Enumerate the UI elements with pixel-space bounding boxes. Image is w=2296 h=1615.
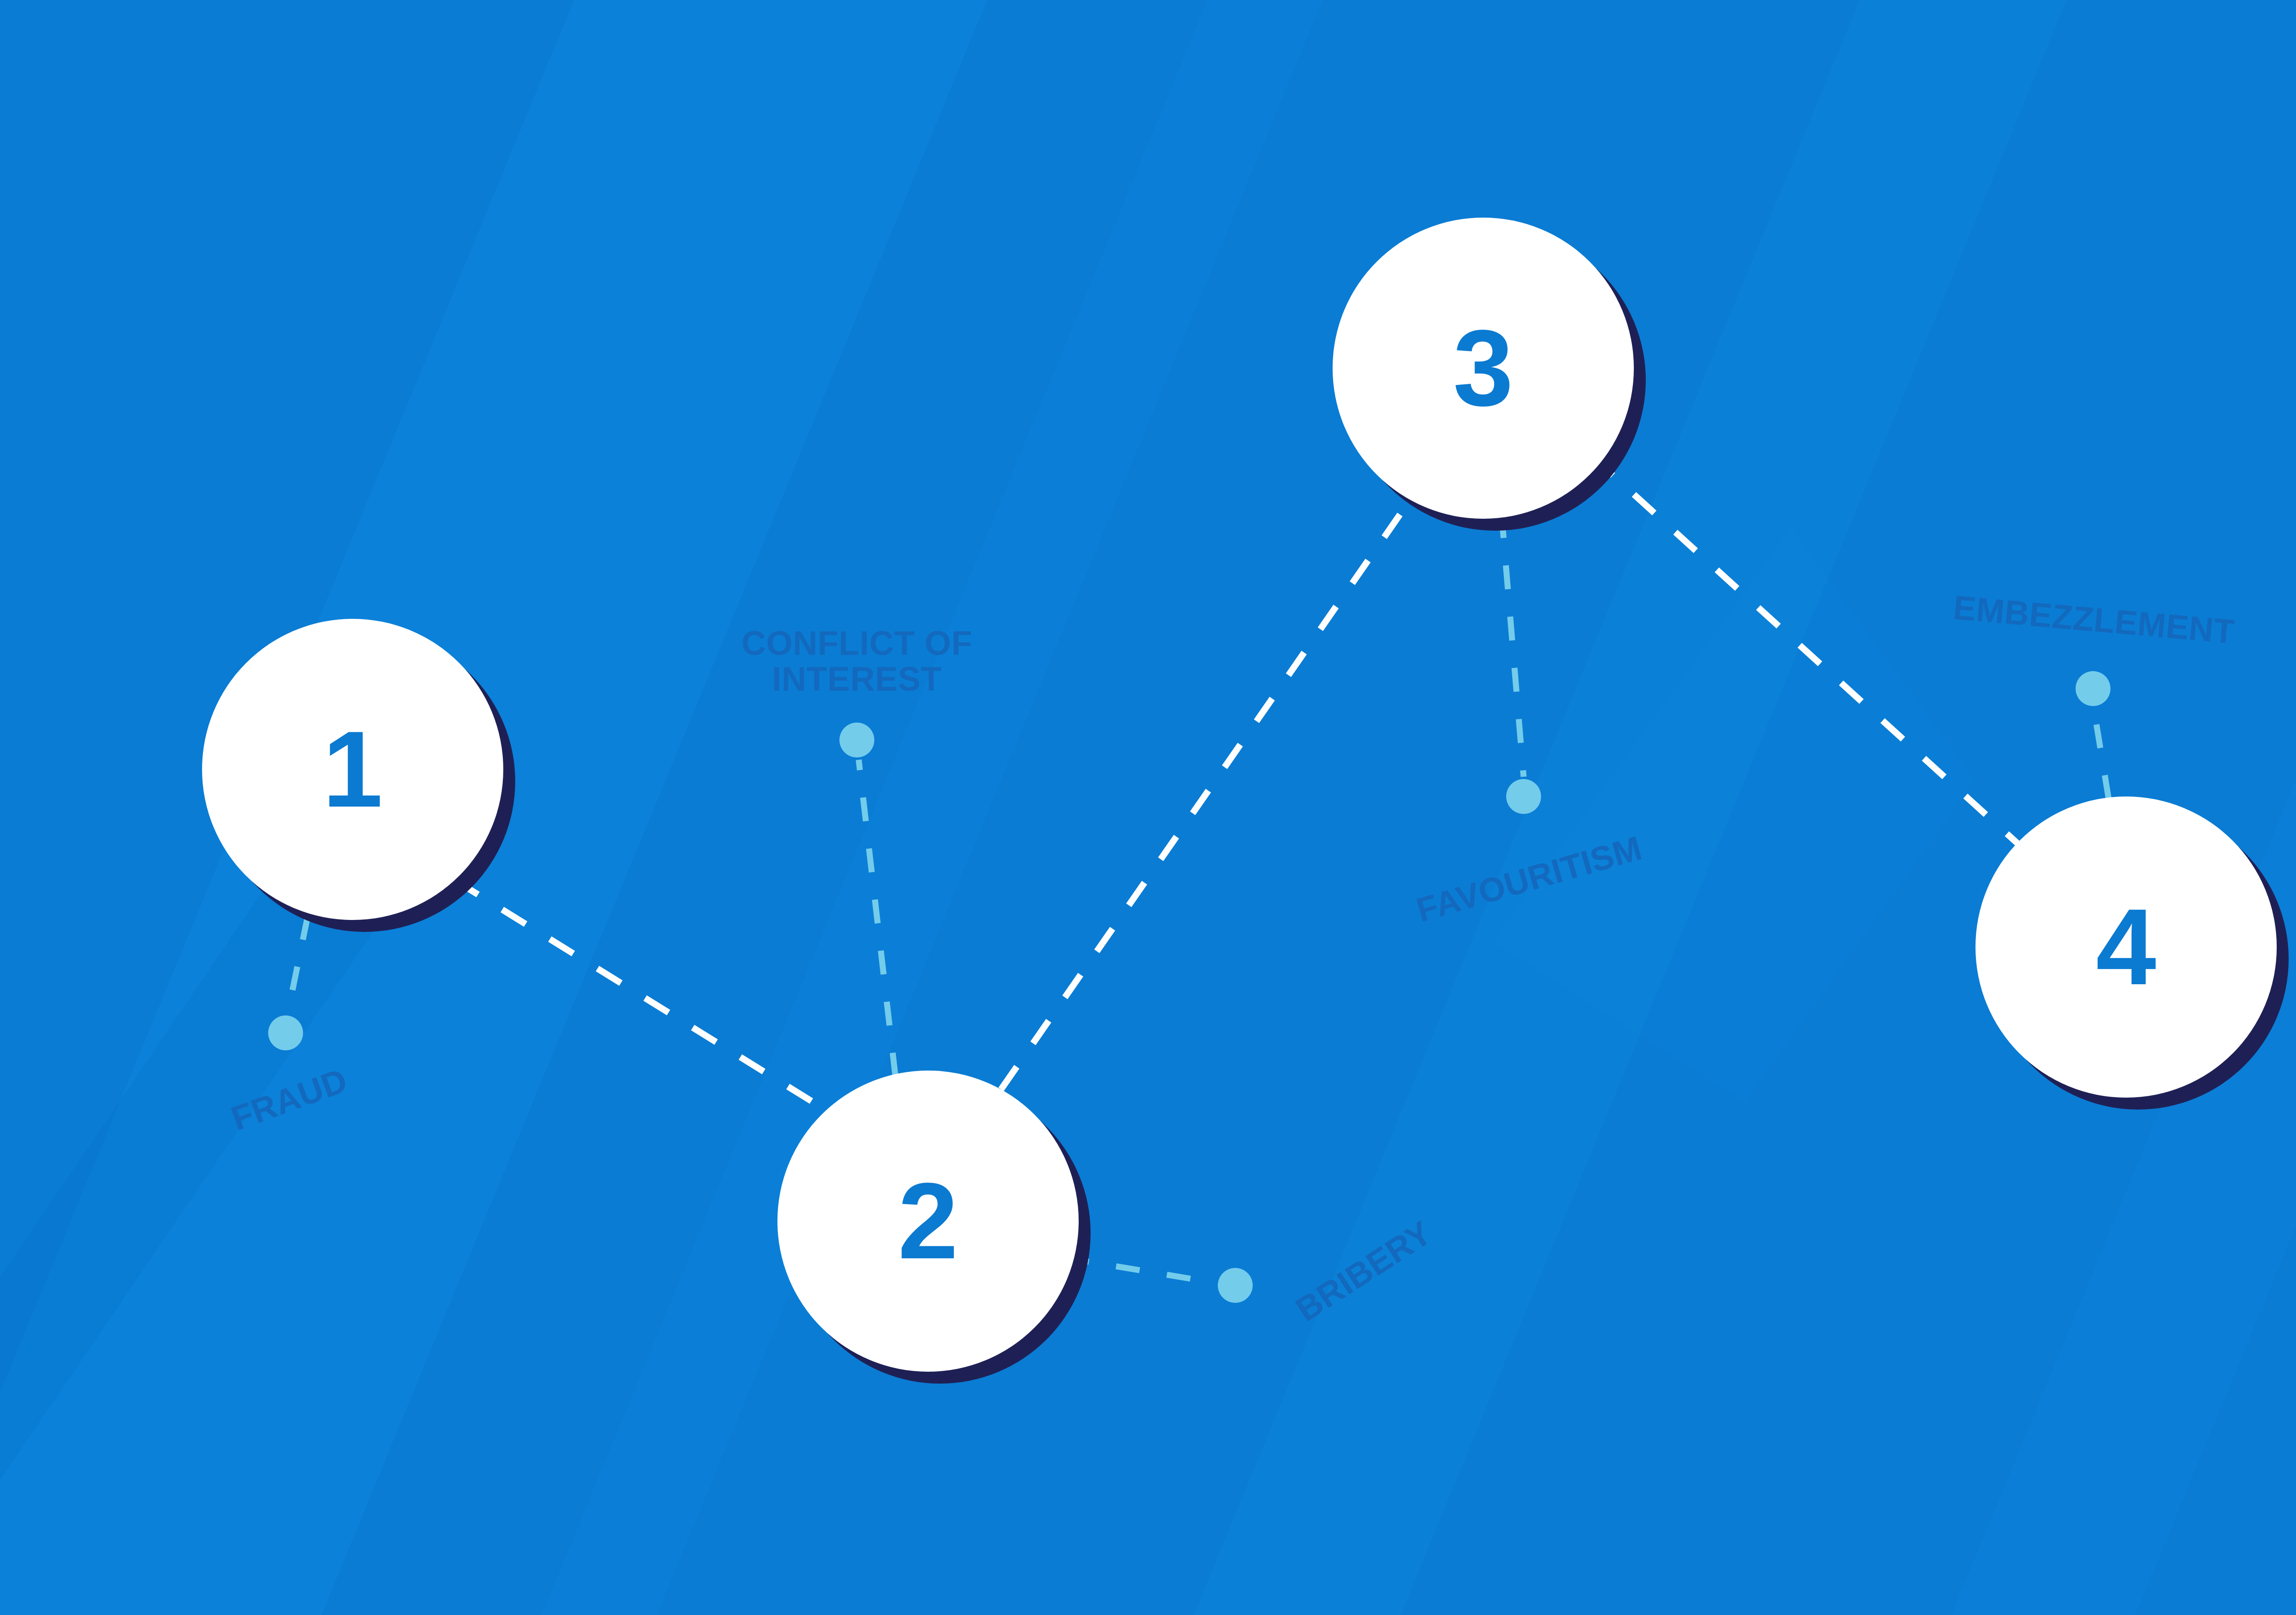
- leaf-dot-embezzlement[interactable]: [2076, 671, 2110, 706]
- leaf-dot-conflict-of-interest[interactable]: [839, 723, 874, 757]
- leaf-stubs: [284, 514, 2112, 1286]
- leaf-dot-favouritism[interactable]: [1506, 779, 1541, 814]
- node-number-2: 2: [898, 1161, 958, 1282]
- edge-node3-node4: [1590, 454, 2023, 849]
- stub-node2-conflict-of-interest: [855, 759, 899, 1077]
- edge-node1-node2: [453, 877, 828, 1113]
- band-4: [1952, 779, 2296, 1615]
- stub-node1-fraud: [284, 915, 311, 1018]
- stub-node2-bribery: [1064, 1255, 1218, 1286]
- band-2: [542, 0, 1322, 1615]
- main-edges: [453, 454, 2023, 1113]
- leaf-label-conflict-of-interest: CONFLICT OF INTEREST: [741, 624, 973, 698]
- node-circle-2[interactable]: 2: [777, 1071, 1079, 1372]
- leaf-dot-fraud[interactable]: [268, 1015, 303, 1050]
- node-number-3: 3: [1453, 308, 1514, 429]
- band-5: [0, 872, 413, 1480]
- stub-node3-favouritism: [1498, 514, 1527, 777]
- band-6: [1492, 528, 1975, 1102]
- node-number-4: 4: [2096, 886, 2156, 1008]
- node-circle-4[interactable]: 4: [1975, 796, 2277, 1098]
- edge-node2-node3: [998, 499, 1412, 1091]
- stub-node4-embezzlement: [2091, 708, 2112, 800]
- node-number-1: 1: [322, 709, 383, 830]
- node-circle-3[interactable]: 3: [1333, 218, 1634, 519]
- leaf-dot-bribery[interactable]: [1218, 1268, 1253, 1303]
- node-circle-1[interactable]: 1: [202, 619, 503, 920]
- band-3: [1194, 0, 2066, 1615]
